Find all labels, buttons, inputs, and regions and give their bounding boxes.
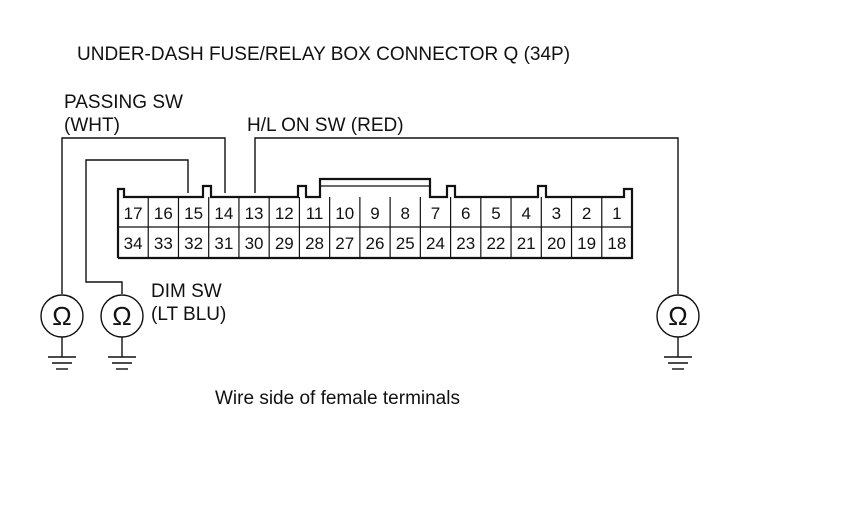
pin-7: 7 (431, 204, 440, 223)
passing-sw-wire-color: (WHT) (64, 115, 120, 136)
diagram-title: UNDER-DASH FUSE/RELAY BOX CONNECTOR Q (3… (77, 44, 570, 65)
pin-1: 1 (612, 204, 621, 223)
pin-14: 14 (214, 204, 233, 223)
pin-26: 26 (366, 234, 385, 253)
pin-4: 4 (521, 204, 530, 223)
pin-16: 16 (154, 204, 173, 223)
pin-33: 33 (154, 234, 173, 253)
pin-27: 27 (335, 234, 354, 253)
ohmmeter-middle: Ω (100, 294, 144, 370)
pin-11: 11 (306, 204, 324, 223)
pin-29: 29 (275, 234, 294, 253)
pins-top-row: 17 16 15 14 13 12 11 10 9 8 7 6 5 4 3 2 1 (124, 204, 622, 223)
dim-sw-label: DIM SW (151, 281, 222, 302)
ohmmeter-right: Ω (656, 294, 700, 370)
pin-5: 5 (491, 204, 500, 223)
ohm-symbol-right: Ω (668, 301, 687, 331)
passing-sw-label: PASSING SW (64, 92, 183, 113)
pin-13: 13 (245, 204, 264, 223)
dim-sw-wire-color: (LT BLU) (151, 304, 226, 325)
hl-on-sw-label: H/L ON SW (RED) (247, 115, 404, 136)
wire-passing-sw (61, 137, 226, 294)
pin-10: 10 (335, 204, 354, 223)
pin-17: 17 (124, 204, 143, 223)
pin-28: 28 (305, 234, 324, 253)
ohm-symbol-left: Ω (52, 301, 71, 331)
wire-dim-sw (85, 159, 189, 294)
ohmmeter-left: Ω (40, 294, 84, 370)
pin-3: 3 (552, 204, 561, 223)
pin-24: 24 (426, 234, 445, 253)
pin-18: 18 (607, 234, 626, 253)
pin-30: 30 (245, 234, 264, 253)
cell-dividers (147, 197, 603, 258)
pin-32: 32 (184, 234, 203, 253)
ohm-symbol-middle: Ω (112, 301, 131, 331)
pin-25: 25 (396, 234, 415, 253)
wire-hl-on-sw (254, 137, 679, 294)
pin-15: 15 (184, 204, 203, 223)
pin-34: 34 (124, 234, 143, 253)
pins-bottom-row: 34 33 32 31 30 29 28 27 26 25 24 23 22 21 20 19 18 (124, 234, 627, 253)
pin-12: 12 (275, 204, 294, 223)
pin-20: 20 (547, 234, 566, 253)
pin-23: 23 (456, 234, 475, 253)
pin-2: 2 (582, 204, 591, 223)
pin-9: 9 (370, 204, 379, 223)
pin-21: 21 (517, 234, 536, 253)
pin-19: 19 (577, 234, 596, 253)
pin-6: 6 (461, 204, 470, 223)
pin-22: 22 (486, 234, 505, 253)
pin-31: 31 (214, 234, 233, 253)
pin-8: 8 (401, 204, 410, 223)
wire-side-caption: Wire side of female terminals (215, 388, 460, 409)
